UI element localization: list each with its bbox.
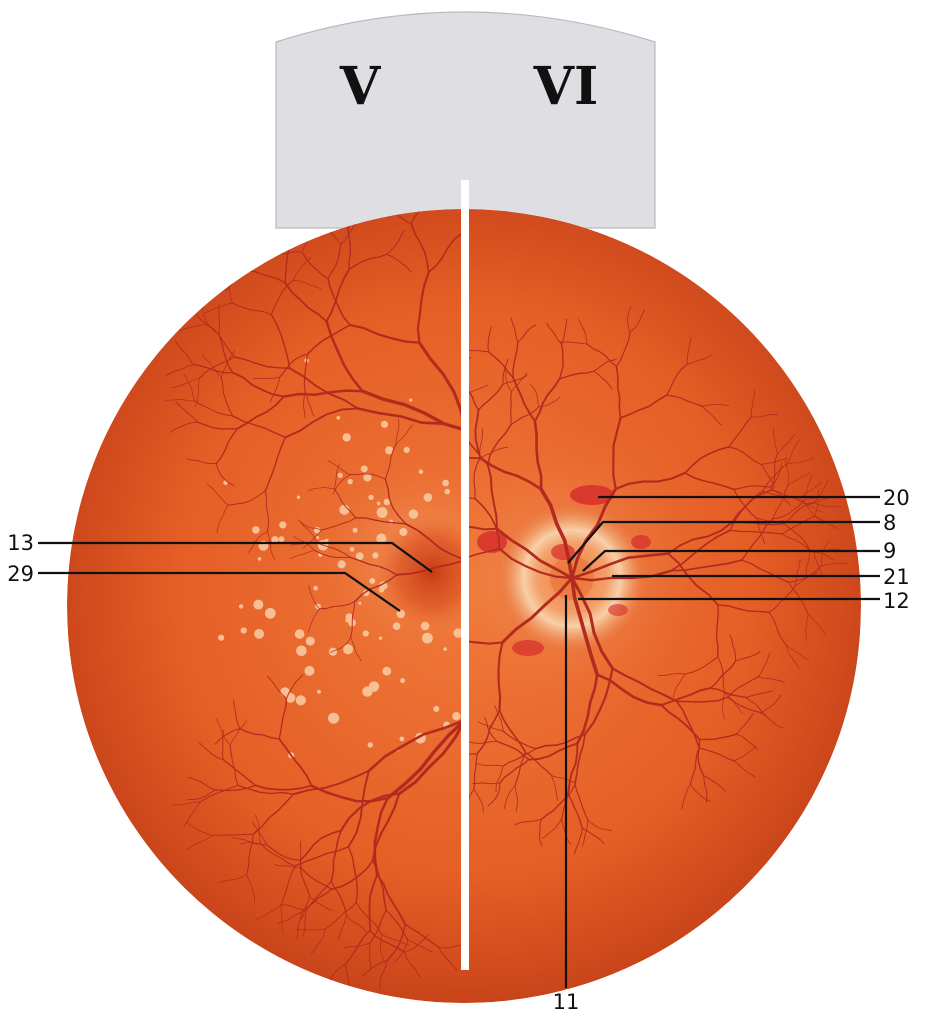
- exudate: [443, 647, 447, 651]
- exudate: [280, 687, 290, 697]
- exudate: [313, 586, 318, 591]
- callout-21: 21: [883, 565, 910, 589]
- exudate: [305, 666, 315, 676]
- panel-label-left: V: [339, 56, 382, 117]
- exudate: [422, 633, 433, 644]
- exudate: [296, 646, 307, 657]
- exudate: [419, 469, 424, 474]
- exudate: [368, 742, 373, 747]
- exudate: [369, 578, 375, 584]
- exudate: [329, 648, 337, 656]
- exudate: [337, 416, 341, 420]
- hemorrhage: [631, 535, 651, 549]
- hemorrhage: [512, 640, 544, 656]
- exudate: [372, 552, 378, 558]
- exudate: [317, 690, 321, 694]
- hemorrhage: [608, 604, 628, 616]
- exudate: [265, 608, 276, 619]
- exudate: [279, 536, 285, 542]
- exudate: [399, 528, 407, 536]
- exudate: [377, 507, 388, 518]
- exudate: [339, 505, 349, 515]
- exudate: [442, 480, 449, 487]
- exudate: [306, 637, 315, 646]
- exudate: [400, 737, 405, 742]
- divider: [461, 180, 469, 970]
- exudate: [382, 667, 391, 676]
- exudate: [253, 600, 263, 610]
- panel-label-right: VI: [533, 56, 599, 117]
- exudate: [252, 526, 260, 534]
- exudate: [409, 399, 412, 402]
- exudate: [362, 686, 372, 696]
- exudate: [316, 536, 319, 539]
- exudate: [444, 489, 450, 495]
- exudate: [254, 629, 264, 639]
- exudate: [381, 421, 388, 428]
- exudate: [258, 557, 262, 561]
- exudate: [350, 547, 355, 552]
- exudate: [239, 604, 243, 608]
- vessel: [511, 392, 512, 425]
- exudate: [295, 629, 305, 639]
- exudate: [241, 627, 247, 633]
- exudate: [404, 447, 410, 453]
- callout-9: 9: [883, 539, 896, 563]
- callout-29: 29: [7, 562, 34, 586]
- exudate: [343, 433, 351, 441]
- exudate: [424, 493, 433, 502]
- exudate: [279, 521, 286, 528]
- exudate: [361, 465, 368, 472]
- callout-13: 13: [7, 531, 34, 555]
- exudate: [328, 713, 339, 724]
- exudate: [379, 587, 384, 592]
- exudate: [452, 712, 460, 720]
- exudate: [400, 678, 405, 683]
- exudate: [358, 602, 361, 605]
- callout-12: 12: [883, 589, 910, 613]
- exudate: [353, 528, 358, 533]
- exudate: [218, 635, 224, 641]
- exudate: [363, 630, 369, 636]
- exudate: [296, 695, 306, 705]
- exudate: [297, 496, 300, 499]
- exudate: [338, 473, 343, 478]
- callout-11: 11: [553, 990, 580, 1014]
- vessel: [473, 783, 500, 784]
- exudate: [393, 622, 401, 630]
- exudate: [409, 509, 418, 518]
- exudate: [346, 613, 353, 620]
- callout-8: 8: [883, 511, 896, 535]
- exudate: [433, 706, 439, 712]
- exudate: [421, 622, 430, 631]
- exudate: [368, 495, 373, 500]
- exudate: [223, 480, 228, 485]
- callout-20: 20: [883, 486, 910, 510]
- exudate: [343, 644, 353, 654]
- exudate: [348, 479, 353, 484]
- exudate: [379, 637, 382, 640]
- vessel: [241, 242, 246, 270]
- exudate: [338, 560, 346, 568]
- exudate: [377, 502, 381, 506]
